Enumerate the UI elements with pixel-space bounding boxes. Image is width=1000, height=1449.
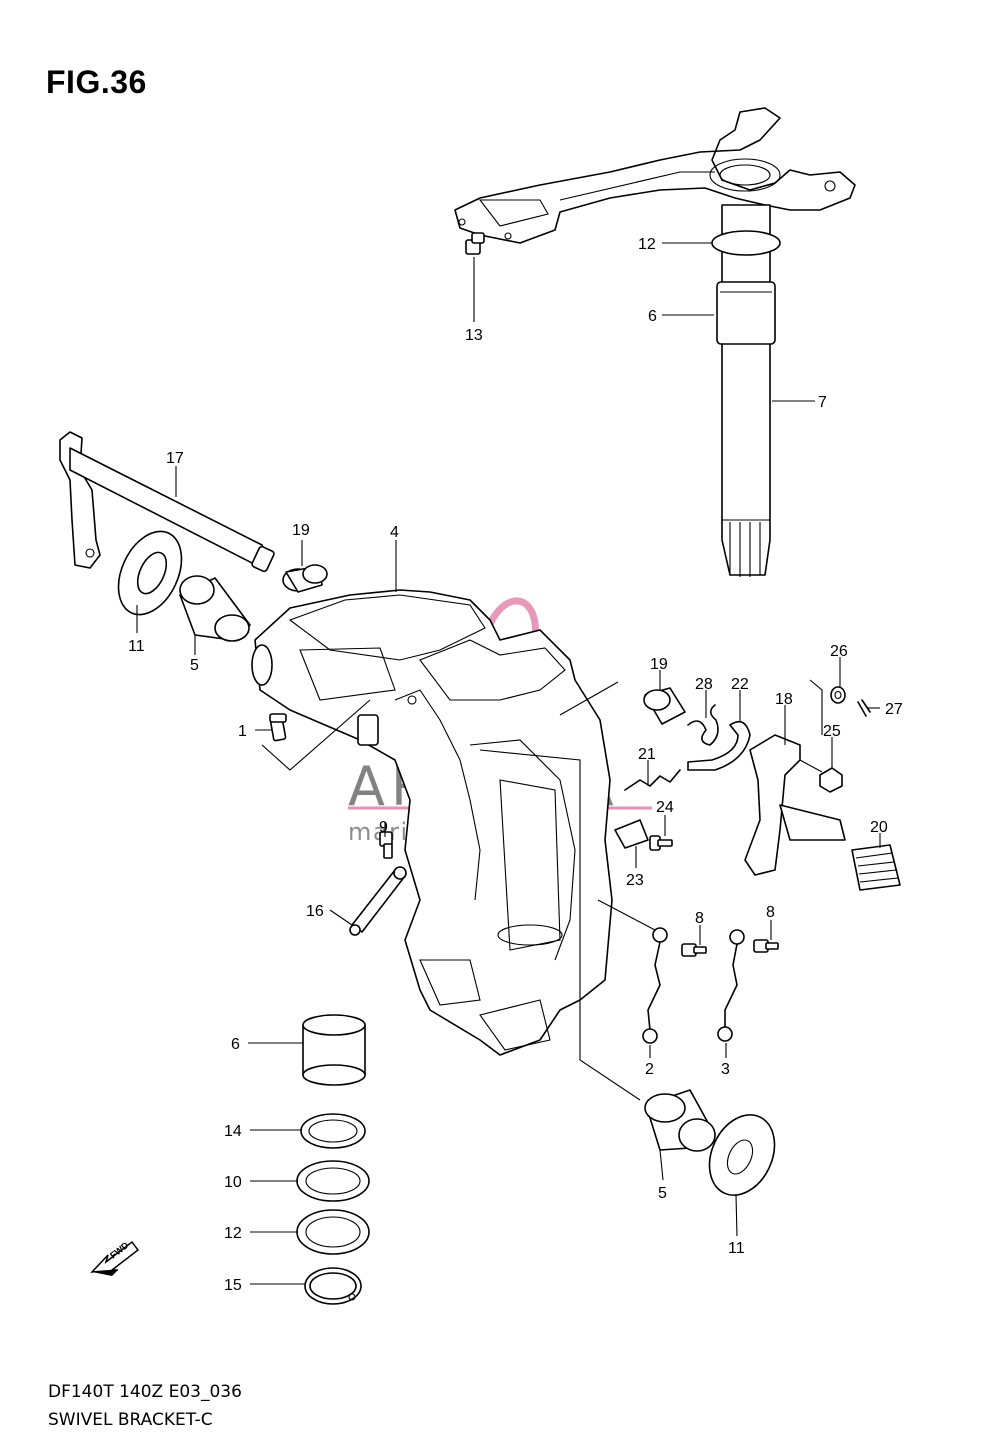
callout-12-bottom: 12 — [224, 1225, 242, 1242]
callout-15: 15 — [224, 1277, 242, 1294]
spring-28 — [687, 704, 719, 746]
callout-28: 28 — [695, 676, 713, 693]
bolt-1 — [269, 713, 287, 742]
callout-1: 1 — [238, 723, 247, 740]
bolt-9 — [379, 831, 393, 859]
steering-arm — [454, 107, 856, 244]
callout-22: 22 — [731, 676, 749, 693]
model-code: DF140T 140Z E03_036 — [48, 1382, 242, 1402]
callout-11-right: 11 — [728, 1240, 745, 1257]
washer-12-bottom — [296, 1209, 370, 1255]
washer-14 — [300, 1113, 366, 1149]
swivel-bracket-4 — [251, 589, 613, 1056]
bushing-5-right — [644, 1089, 716, 1152]
ground-wire-3 — [717, 929, 745, 1042]
callout-9: 9 — [379, 819, 388, 836]
bush-6-bottom — [302, 1014, 366, 1086]
pin-16 — [349, 866, 407, 936]
callout-26: 26 — [830, 643, 848, 660]
callout-16: 16 — [306, 903, 324, 920]
bushing-5-left — [179, 575, 251, 642]
bush-19-right — [643, 687, 686, 725]
callout-21: 21 — [638, 746, 656, 763]
tilt-lock-lever — [59, 431, 275, 573]
plate-23 — [614, 819, 649, 849]
callout-24: 24 — [656, 799, 674, 816]
washer-11-right — [708, 1114, 776, 1196]
grease-nipple-13 — [465, 232, 485, 255]
screw-8-left — [681, 943, 707, 957]
callout-5-right: 5 — [658, 1185, 667, 1202]
washer-10 — [296, 1160, 370, 1202]
ground-wire-2 — [642, 927, 668, 1044]
lever-18 — [744, 734, 846, 876]
grip-20 — [851, 844, 901, 891]
callout-13: 13 — [465, 327, 483, 344]
callout-4: 4 — [390, 524, 399, 541]
nut-25 — [819, 767, 843, 793]
callout-7: 7 — [818, 394, 827, 411]
circlip-15 — [304, 1267, 362, 1305]
callout-3: 3 — [721, 1061, 730, 1078]
callout-leaders — [136, 242, 881, 1285]
callout-17: 17 — [166, 450, 184, 467]
callout-25: 25 — [823, 723, 841, 740]
callout-2: 2 — [645, 1061, 654, 1078]
clip-22 — [687, 720, 751, 771]
cotter-27 — [857, 699, 871, 717]
callout-11: 11 — [128, 638, 145, 655]
callout-18: 18 — [775, 691, 793, 708]
spring-21 — [624, 769, 681, 791]
washer-11-left — [117, 530, 183, 616]
callout-19: 19 — [292, 522, 310, 539]
washer-26 — [830, 686, 846, 704]
callout-27: 27 — [885, 701, 903, 718]
callout-20: 20 — [870, 819, 888, 836]
callout-14: 14 — [224, 1123, 242, 1140]
bush-19-left — [282, 564, 328, 593]
callout-10: 10 — [224, 1174, 242, 1191]
callout-12: 12 — [638, 236, 656, 253]
assembly-name: SWIVEL BRACKET-C — [48, 1410, 213, 1430]
fwd-arrow-icon: FWD — [90, 1240, 140, 1276]
screw-8-right — [753, 939, 779, 953]
callout-6-bottom: 6 — [231, 1036, 240, 1053]
callout-8-left: 8 — [695, 910, 704, 927]
callout-6: 6 — [648, 308, 657, 325]
callout-23: 23 — [626, 872, 644, 889]
callout-5: 5 — [190, 657, 199, 674]
assembly-lines — [261, 679, 823, 1101]
callout-8-right: 8 — [766, 904, 775, 921]
steering-shaft — [711, 204, 781, 577]
callout-19-right: 19 — [650, 656, 668, 673]
screw-24 — [649, 835, 673, 851]
figure-title: FIG.36 — [46, 64, 147, 100]
callout-labels: 12 6 7 13 17 19 4 11 5 1 9 16 19 28 22 1… — [128, 236, 903, 1294]
